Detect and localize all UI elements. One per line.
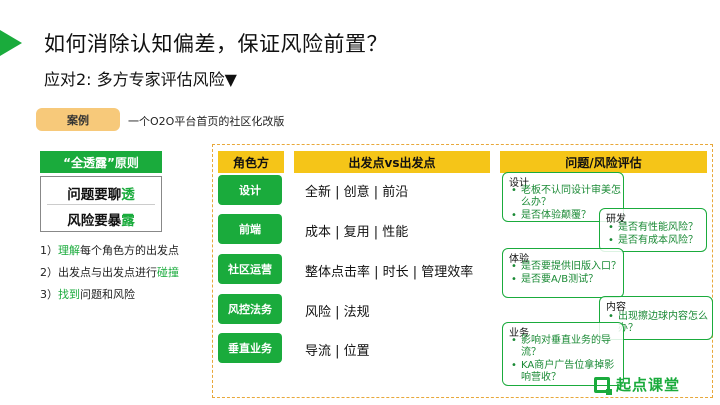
principle-divider [47,204,155,205]
role-vertical-business: 垂直业务 [218,333,282,363]
risk-card-content: 内容 出现擦边球内容怎么办？ [599,296,713,340]
start-risk-legal: 风险 | 法规 [305,305,370,320]
column-header-risk: 问题/风险评估 [500,151,707,173]
risk-item: 是否有成本风险？ [608,235,708,247]
risk-item: 影响对垂直业务的导流？ [511,335,623,359]
risk-item: KA商户广告位拿掉影响营收？ [511,360,623,384]
step-2: 2）出发点与出发点进行碰撞 [40,264,179,280]
risk-item: 是否要提供旧版入口？ [511,261,623,273]
role-risk-legal: 风控法务 [218,294,282,324]
principle-line-1: 问题要聊透 [41,183,161,203]
principle-header: “全透露”原则 [40,151,162,173]
step-1-suffix: 每个角色方的出发点 [80,244,179,257]
risk-card-design-title: 设计 [509,178,529,189]
logo-icon [594,376,612,395]
case-description: 一个O2O平台首页的社区化改版 [128,115,285,128]
risk-card-business-title: 业务 [509,328,529,339]
risk-card-experience: 体验 是否要提供旧版入口？ 是否要A/B测试？ [502,248,624,298]
page-title: 如何消除认知偏差，保证风险前置？ [44,32,388,56]
start-design: 全新 | 创意 | 前沿 [305,185,409,200]
principle-box: 问题要聊透 风险要暴露 [40,176,162,232]
column-header-role: 角色方 [218,151,284,173]
title-marker-triangle [0,30,22,56]
role-design: 设计 [218,175,282,205]
risk-card-content-title: 内容 [606,302,626,313]
principle-line-1-highlight: 透 [121,187,135,203]
step-2-highlight: 碰撞 [157,266,179,279]
step-2-prefix: 2）出发点与出发点进行 [40,266,157,279]
risk-item: 老板不认同设计审美怎么办？ [511,185,623,209]
step-3-highlight: 找到 [58,288,80,301]
step-3-prefix: 3） [40,288,58,301]
risk-card-rd-title: 研发 [606,214,626,225]
brand-logo: 起点课堂 [594,374,680,395]
risk-card-rd: 研发 是否有性能风险？ 是否有成本风险？ [599,208,707,252]
risk-card-business: 业务 影响对垂直业务的导流？ KA商户广告位拿掉影响营收？ [502,322,624,386]
logo-text: 起点课堂 [616,376,681,394]
column-header-start: 出发点vs出发点 [294,151,490,173]
step-3-suffix: 问题和风险 [80,288,135,301]
page-subtitle: 应对2: 多方专家评估风险▼ [44,70,237,89]
analysis-frame [212,144,713,398]
principle-line-1-text: 问题要聊 [67,187,122,203]
role-frontend: 前端 [218,214,282,244]
start-community-ops: 整体点击率 | 时长 | 管理效率 [305,265,474,280]
principle-line-2-highlight: 露 [121,213,135,229]
principle-line-2: 风险要暴露 [41,209,161,229]
principle-line-2-text: 风险要暴 [67,213,122,229]
start-vertical-business: 导流 | 位置 [305,344,370,359]
case-badge: 案例 [36,108,120,131]
risk-card-experience-title: 体验 [509,254,529,265]
risk-item: 是否有性能风险？ [608,222,708,234]
risk-item: 出现擦边球内容怎么办？ [608,311,712,335]
step-1-highlight: 理解 [58,244,80,257]
step-3: 3）找到问题和风险 [40,286,135,302]
step-1: 1）理解每个角色方的出发点 [40,242,179,258]
risk-item: 是否体验颠覆？ [511,210,623,222]
step-1-prefix: 1） [40,244,58,257]
role-community-ops: 社区运营 [218,254,282,284]
risk-item: 是否要A/B测试？ [511,274,623,286]
start-frontend: 成本 | 复用 | 性能 [305,225,409,240]
